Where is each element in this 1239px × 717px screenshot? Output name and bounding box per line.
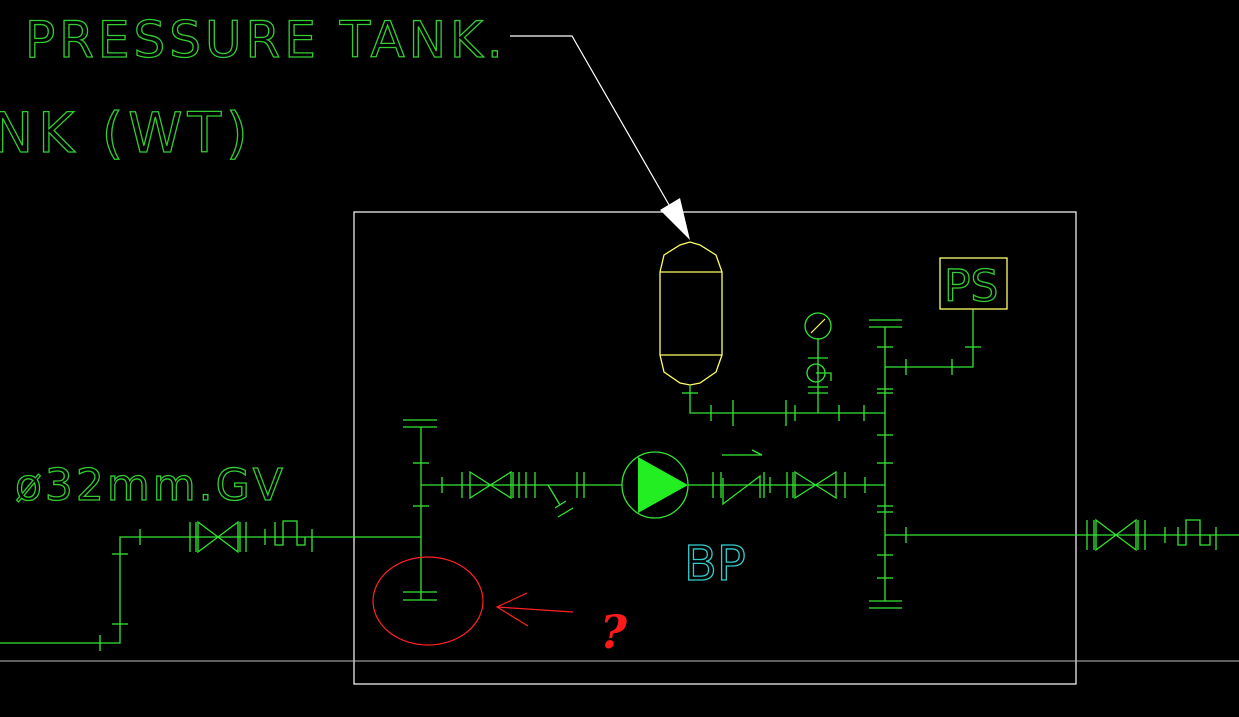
booster-pump (621, 451, 689, 519)
piping (0, 309, 1239, 651)
question-annotation: ? (372, 556, 628, 659)
pressure-tank (659, 241, 723, 386)
pump-set-frame (353, 211, 1077, 685)
tank-wt-label: NK (WT) (0, 101, 253, 165)
pressure-switch: PS (939, 257, 1008, 313)
pressure-tank-leader (510, 35, 690, 240)
pressure-switch-label: PS (944, 261, 998, 312)
gate-valve-label: ø32mm.GV (15, 460, 286, 511)
question-mark: ? (600, 605, 628, 659)
booster-pump-label: BP (684, 536, 746, 592)
pressure-tank-label: PRESSURE TANK. (25, 11, 507, 69)
pressure-gauge (804, 312, 832, 383)
